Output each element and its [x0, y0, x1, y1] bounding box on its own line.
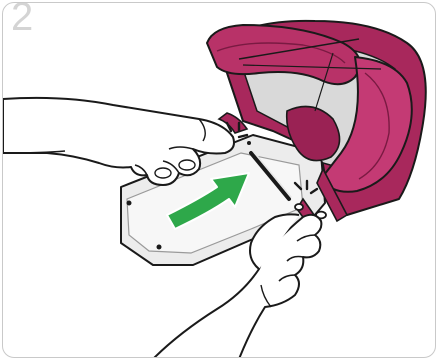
screw-icon — [247, 141, 251, 145]
screw-icon — [127, 201, 132, 206]
instruction-illustration — [3, 3, 436, 358]
screw-icon — [157, 245, 162, 250]
instruction-panel: 2 — [2, 2, 436, 358]
